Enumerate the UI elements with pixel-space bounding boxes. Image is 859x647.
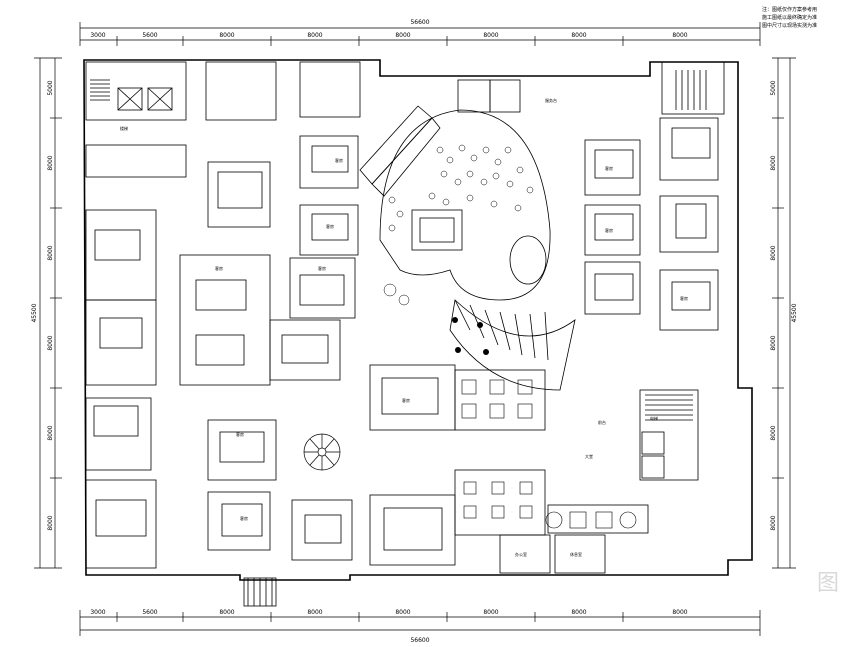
top-seg-5: 8000 xyxy=(395,32,410,39)
room-label: 大堂 xyxy=(585,453,593,459)
room-label: 客房 xyxy=(236,431,244,437)
room-label: 楼梯 xyxy=(120,125,128,131)
room-label: 客房 xyxy=(240,515,248,521)
room-label: 客房 xyxy=(402,397,410,403)
room-label: 前台 xyxy=(598,419,606,425)
left-seg-6: 8000 xyxy=(47,515,54,530)
room-label: 休息室 xyxy=(570,551,582,557)
room-label: 客房 xyxy=(326,223,334,229)
right-seg-6: 8000 xyxy=(770,515,777,530)
bottom-seg-5: 8000 xyxy=(395,609,410,616)
drawing-notes: 注：图纸仅作方案参考用 施工图纸以最终确定为准 图中尺寸以现场实测为准 xyxy=(762,6,854,30)
note-line: 注：图纸仅作方案参考用 xyxy=(762,7,818,13)
room-label: 办公室 xyxy=(515,551,527,557)
left-seg-3: 8000 xyxy=(47,245,54,260)
total-width-bottom: 56600 xyxy=(410,637,429,644)
bottom-seg-4: 8000 xyxy=(307,609,322,616)
bottom-seg-8: 8000 xyxy=(672,609,687,616)
right-seg-3: 8000 xyxy=(770,245,777,260)
bottom-seg-6: 8000 xyxy=(483,609,498,616)
left-seg-2: 8000 xyxy=(47,155,54,170)
room-label: 客房 xyxy=(680,295,688,301)
bottom-seg-3: 8000 xyxy=(219,609,234,616)
top-seg-4: 8000 xyxy=(307,32,322,39)
watermark: 图 xyxy=(816,571,841,596)
top-seg-8: 8000 xyxy=(672,32,687,39)
room-label: 客房 xyxy=(605,165,613,171)
total-height-left: 45500 xyxy=(31,303,38,322)
top-seg-7: 8000 xyxy=(571,32,586,39)
note-line: 图中尺寸以现场实测为准 xyxy=(762,23,818,29)
room-label: 客房 xyxy=(318,265,326,271)
bottom-seg-2: 5600 xyxy=(142,609,157,616)
total-width-top: 56600 xyxy=(410,19,429,26)
top-seg-3: 8000 xyxy=(219,32,234,39)
left-seg-1: 5000 xyxy=(47,80,54,95)
right-seg-5: 8000 xyxy=(770,425,777,440)
total-height-right: 45500 xyxy=(791,303,798,322)
right-seg-4: 8000 xyxy=(770,335,777,350)
left-seg-4: 8000 xyxy=(47,335,54,350)
top-seg-1: 3000 xyxy=(90,32,105,39)
top-seg-2: 5600 xyxy=(142,32,157,39)
top-seg-6: 8000 xyxy=(483,32,498,39)
note-line: 施工图纸以最终确定为准 xyxy=(762,15,818,21)
room-label: 客房 xyxy=(335,157,343,163)
bottom-seg-1: 3000 xyxy=(90,609,105,616)
room-label: 服务台 xyxy=(545,97,557,103)
left-seg-5: 8000 xyxy=(47,425,54,440)
right-seg-2: 8000 xyxy=(770,155,777,170)
bottom-seg-7: 8000 xyxy=(571,609,586,616)
room-label: 客房 xyxy=(215,265,223,271)
room-label: 电梯 xyxy=(650,415,658,421)
right-seg-1: 5000 xyxy=(770,80,777,95)
room-label: 客房 xyxy=(605,227,613,233)
